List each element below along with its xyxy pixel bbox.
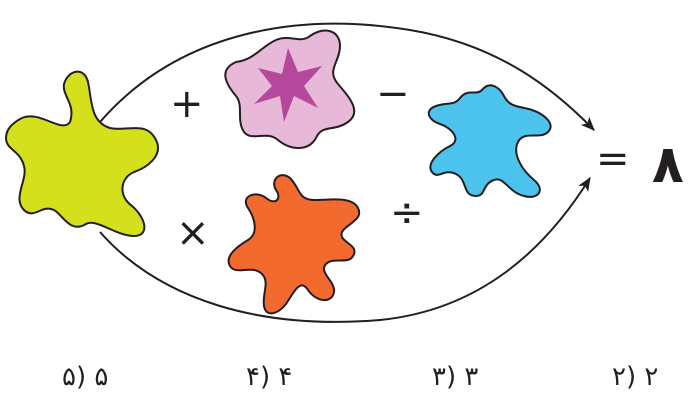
answer-options: ۵ (۵ ۴ (۴ ۳ (۳ ۲ (۲ [0,362,689,402]
upper-arrow [99,22,595,131]
equals-sign: = [596,136,630,182]
divide-sign: ÷ [390,190,424,236]
option-4[interactable]: ۴ (۴ [246,362,293,392]
yellow-blob [4,70,159,238]
lower-arrow [99,177,591,323]
plus-sign: + [170,81,204,127]
equation-diagram: + − × ÷ = ۸ [4,22,684,323]
minus-sign: − [376,71,410,117]
result-number: ۸ [652,135,684,195]
orange-blob [227,174,361,315]
star-icon [254,48,322,122]
blue-blob [427,84,552,198]
option-2[interactable]: ۲ (۲ [612,362,659,392]
option-3[interactable]: ۳ (۳ [432,362,479,392]
option-5[interactable]: ۵ (۵ [62,362,109,392]
times-sign: × [176,210,210,256]
